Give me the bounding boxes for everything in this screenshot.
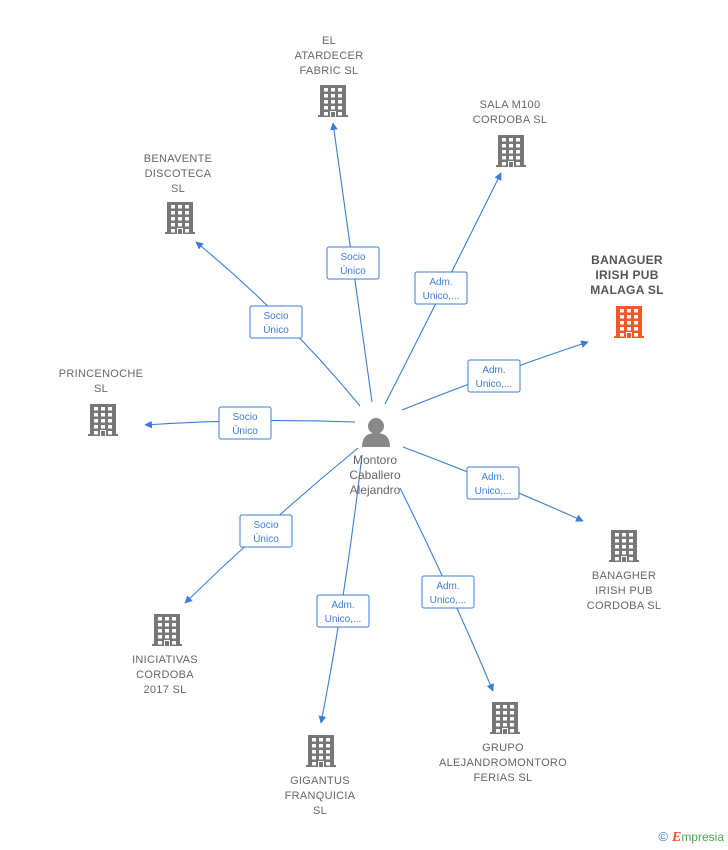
relation-label-line: Adm. bbox=[429, 277, 452, 288]
relation-label-line: Único bbox=[340, 264, 366, 277]
relation-label-line: Único bbox=[232, 424, 258, 437]
company-name-line: EL bbox=[322, 35, 336, 47]
company-node-el-atardecer[interactable]: EL ATARDECER FABRIC SL bbox=[295, 35, 364, 117]
company-name-line: CORDOBA SL bbox=[587, 600, 662, 612]
company-name-line: CORDOBA bbox=[136, 669, 194, 681]
company-name-line: FABRIC SL bbox=[300, 65, 359, 77]
company-name-line: 2017 SL bbox=[143, 684, 186, 696]
person-icon bbox=[362, 418, 390, 447]
company-name-line: MALAGA SL bbox=[590, 283, 664, 297]
relation-edge bbox=[318, 454, 363, 724]
company-name-line: BANAGUER bbox=[591, 253, 663, 267]
relation-label[interactable]: Adm. Unico,... bbox=[467, 359, 521, 393]
building-icon bbox=[496, 135, 526, 167]
relation-label[interactable]: Adm. Unico,... bbox=[414, 271, 468, 305]
relation-label-line: Socio bbox=[340, 252, 365, 263]
relation-label-line: Adm. bbox=[331, 600, 354, 611]
company-name-line: DISCOTECA bbox=[145, 168, 212, 180]
building-icon bbox=[306, 735, 336, 767]
relation-label-box bbox=[414, 271, 468, 305]
relation-label-box bbox=[467, 359, 521, 393]
relation-label-box bbox=[316, 594, 370, 628]
brand-watermark: ©Empresia bbox=[658, 829, 724, 846]
company-node-benavente[interactable]: BENAVENTE DISCOTECA SL bbox=[144, 153, 213, 234]
company-name-line: SL bbox=[313, 805, 327, 817]
company-name-line: INICIATIVAS bbox=[132, 654, 198, 666]
building-icon bbox=[609, 530, 639, 562]
relation-label-line: Unico,... bbox=[423, 291, 460, 302]
relation-label-box bbox=[326, 246, 380, 280]
company-name-line: BENAVENTE bbox=[144, 153, 213, 165]
relation-label[interactable]: Adm. Unico,... bbox=[421, 575, 475, 609]
building-icon bbox=[88, 404, 118, 436]
company-name-line: PRINCENOCHE bbox=[59, 368, 144, 380]
relation-label-box bbox=[249, 305, 303, 339]
person-node[interactable]: Montoro Caballero Alejandro bbox=[349, 418, 401, 497]
company-name-line: SL bbox=[94, 383, 108, 395]
relation-label-box bbox=[421, 575, 475, 609]
company-name-line: ALEJANDROMONTORO bbox=[439, 757, 567, 769]
company-name-line: IRISH PUB bbox=[595, 268, 658, 282]
building-icon bbox=[490, 702, 520, 734]
person-name-line: Montoro bbox=[353, 453, 397, 467]
building-icon bbox=[614, 306, 644, 338]
company-name-line: CORDOBA SL bbox=[473, 114, 548, 126]
relation-label-line: Socio bbox=[253, 520, 278, 531]
company-name-line: GRUPO bbox=[482, 742, 524, 754]
relation-label-box bbox=[466, 466, 520, 500]
person-name-line: Caballero bbox=[349, 468, 401, 482]
company-node-grupo-alejandro[interactable]: GRUPO ALEJANDROMONTORO FERIAS SL bbox=[439, 702, 567, 784]
relation-label-line: Único bbox=[263, 323, 289, 336]
relation-label-line: Único bbox=[253, 532, 279, 545]
relation-label-line: Unico,... bbox=[325, 614, 362, 625]
company-node-banagher-cordoba[interactable]: BANAGHER IRISH PUB CORDOBA SL bbox=[587, 530, 662, 612]
relation-label-line: Unico,... bbox=[475, 486, 512, 497]
company-node-iniciativas[interactable]: INICIATIVAS CORDOBA 2017 SL bbox=[132, 614, 198, 696]
relation-label-line: Adm. bbox=[482, 365, 505, 376]
building-icon bbox=[318, 85, 348, 117]
relation-label-box bbox=[239, 514, 293, 548]
company-name-line: SL bbox=[171, 183, 185, 195]
relation-label-line: Socio bbox=[263, 311, 288, 322]
relation-label[interactable]: Adm. Unico,... bbox=[316, 594, 370, 628]
company-name-line: IRISH PUB bbox=[595, 585, 653, 597]
company-name-line: ATARDECER bbox=[295, 50, 364, 62]
copyright-icon: © bbox=[658, 829, 668, 844]
brand-logo-text: mpresia bbox=[681, 830, 724, 844]
company-name-line: BANAGHER bbox=[592, 570, 656, 582]
company-name-line: FERIAS SL bbox=[474, 772, 533, 784]
building-icon bbox=[165, 202, 195, 234]
company-node-gigantus[interactable]: GIGANTUS FRANQUICIA SL bbox=[285, 735, 356, 817]
company-node-princenoche[interactable]: PRINCENOCHE SL bbox=[59, 368, 144, 436]
relation-label-line: Unico,... bbox=[476, 379, 513, 390]
person-name-line: Alejandro bbox=[350, 483, 401, 497]
relation-label-line: Adm. bbox=[481, 472, 504, 483]
building-icon bbox=[152, 614, 182, 646]
relation-label-box bbox=[218, 406, 272, 440]
relation-label[interactable]: Adm. Unico,... bbox=[466, 466, 520, 500]
company-name-line: GIGANTUS bbox=[290, 775, 350, 787]
relation-label-line: Unico,... bbox=[430, 595, 467, 606]
company-name-line: FRANQUICIA bbox=[285, 790, 356, 802]
company-name-line: SALA M100 bbox=[480, 99, 541, 111]
relation-label-line: Socio bbox=[232, 412, 257, 423]
relation-label-line: Adm. bbox=[436, 581, 459, 592]
brand-logo-initial: E bbox=[671, 830, 682, 845]
